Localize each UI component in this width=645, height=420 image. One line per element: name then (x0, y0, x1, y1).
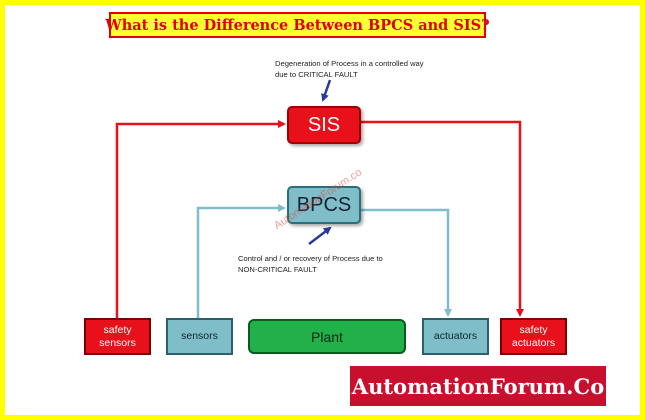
edge-safety-sensors-to-sis (115, 120, 286, 318)
sensors-node: sensors (166, 318, 233, 355)
edge-sis-to-safety-actuators (361, 120, 524, 317)
sis-note-arrow (321, 79, 332, 102)
actuators-node: actuators (422, 318, 489, 355)
edge-bpcs-to-actuators (361, 208, 452, 317)
plant-node: Plant (248, 319, 406, 354)
sis-node: SIS (287, 106, 361, 144)
page-title: What is the Difference Between BPCS and … (105, 12, 490, 38)
sis-note: Degeneration of Process in a controlled … (275, 59, 424, 79)
safety-sensors-node: safety sensors (84, 318, 151, 355)
brand-banner: AutomationForum.Co (350, 366, 606, 406)
bpcs-note-arrow (308, 226, 332, 245)
bpcs-node: BPCS (287, 186, 361, 224)
safety-actuators-node: safety actuators (500, 318, 567, 355)
bpcs-note: Control and / or recovery of Process due… (238, 254, 383, 274)
edge-sensors-to-bpcs (196, 204, 286, 318)
